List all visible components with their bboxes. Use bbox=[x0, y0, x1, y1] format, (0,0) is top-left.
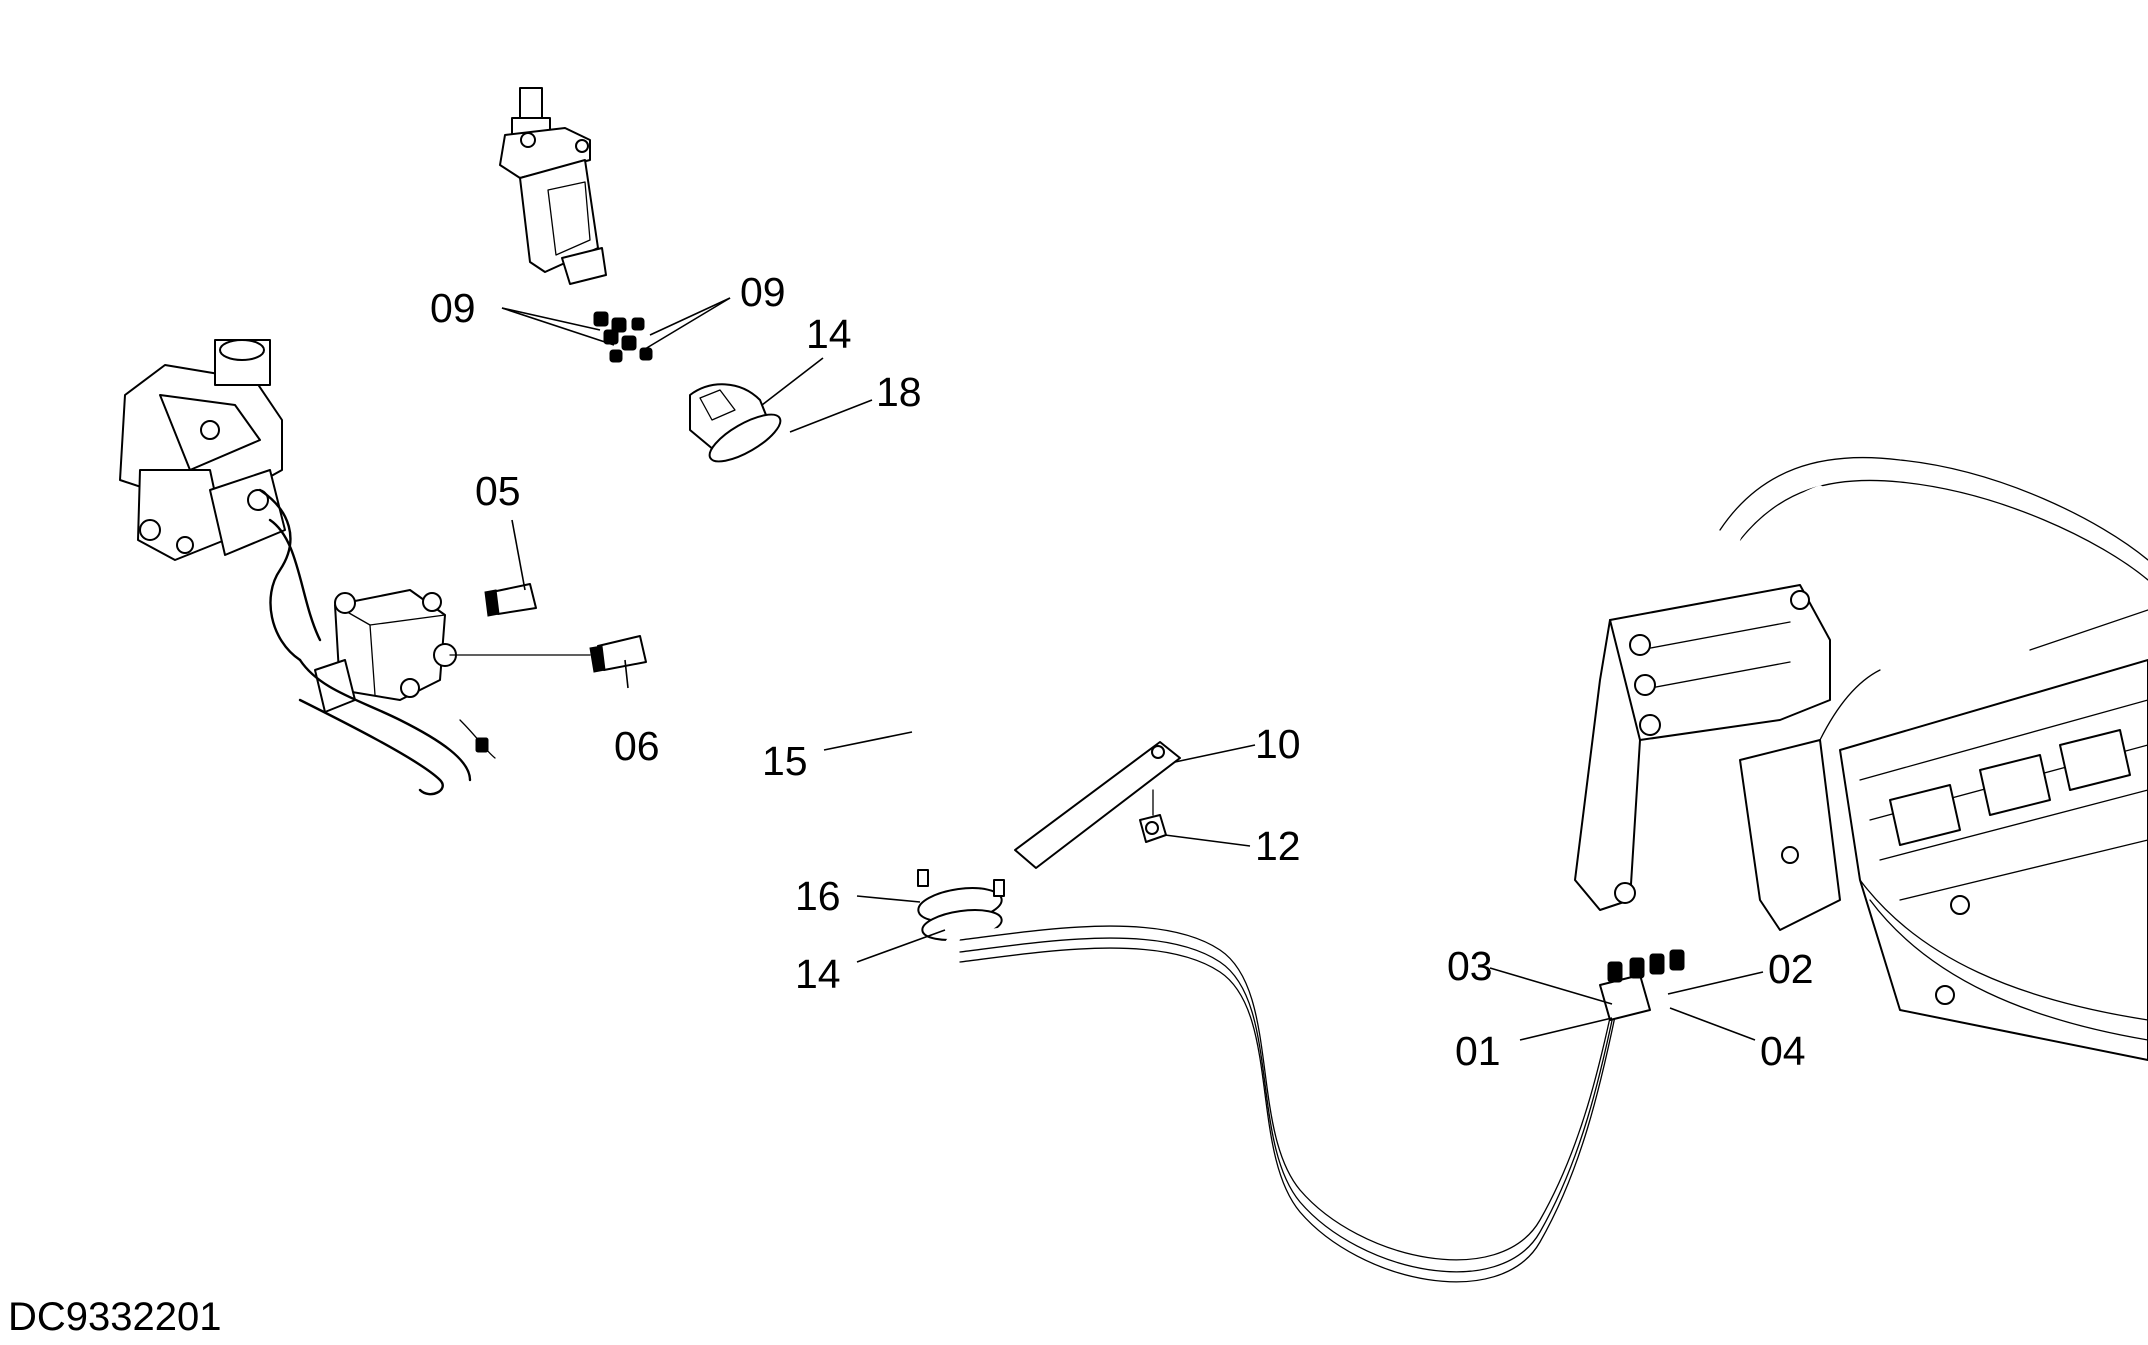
callout-06: 06 bbox=[614, 723, 660, 769]
callout-18: 18 bbox=[876, 369, 922, 415]
callout-05: 05 bbox=[475, 468, 521, 514]
callout-labels: 09 09 14 18 05 06 15 10 12 16 14 03 02 0… bbox=[430, 269, 1814, 1074]
callout-12: 12 bbox=[1255, 823, 1301, 869]
drawing-id: DC9332201 bbox=[8, 1295, 222, 1339]
callout-14-bottom: 14 bbox=[795, 951, 841, 997]
callout-09-right: 09 bbox=[740, 269, 786, 315]
callout-16: 16 bbox=[795, 873, 841, 919]
bracket-illustration bbox=[1014, 741, 1181, 869]
hose-bundle-illustration bbox=[941, 919, 1685, 1287]
leader-lines bbox=[501, 297, 1764, 1041]
callout-14-top: 14 bbox=[806, 311, 852, 357]
callout-09-left: 09 bbox=[430, 285, 476, 331]
callout-03: 03 bbox=[1447, 943, 1493, 989]
callout-15: 15 bbox=[762, 738, 808, 784]
shuttle-valve-illustration bbox=[298, 589, 496, 796]
callout-01: 01 bbox=[1455, 1028, 1501, 1074]
hose-sleeve-illustration bbox=[689, 383, 1005, 954]
callout-02: 02 bbox=[1768, 946, 1814, 992]
machine-frame-illustration bbox=[1574, 456, 2148, 1061]
callout-10: 10 bbox=[1255, 721, 1301, 767]
callout-04: 04 bbox=[1760, 1028, 1806, 1074]
pilot-valve-illustration bbox=[499, 87, 607, 285]
connector-cluster-illustration bbox=[593, 311, 653, 363]
control-valve-illustration bbox=[119, 339, 322, 662]
